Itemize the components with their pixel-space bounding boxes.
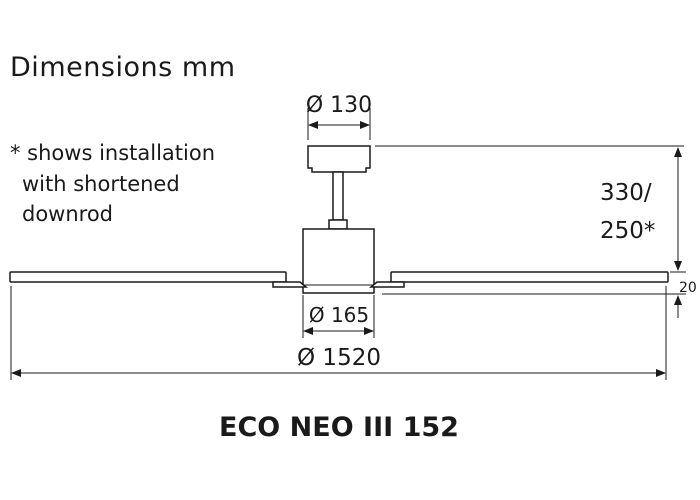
canopy-diameter-dimension: Ø 130 <box>306 93 372 140</box>
coupler <box>328 219 348 230</box>
height-label-line-1: 330/ <box>600 180 652 206</box>
canopy-diameter-label: Ø 130 <box>306 93 372 118</box>
height-label-line-2: 250* <box>600 218 655 244</box>
footnote-line-1: * shows installation <box>10 141 215 165</box>
motor-housing <box>302 228 375 294</box>
blade-thickness-dimension: 20 <box>382 271 697 318</box>
blade-bracket-left <box>272 281 309 288</box>
height-dimension: 330/ 250* <box>375 145 684 271</box>
heading: Dimensions mm <box>10 52 235 83</box>
motor-diameter-dimension: Ø 165 <box>302 295 375 338</box>
blade-left <box>9 271 287 283</box>
footnote-line-3: downrod <box>22 202 113 226</box>
footnote-line-2: with shortened <box>22 172 180 196</box>
blade-thickness-label: 20 <box>679 280 697 296</box>
model-name: ECO NEO III 152 <box>219 412 459 443</box>
sweep-diameter-label: Ø 1520 <box>297 345 381 371</box>
blade-bracket-right <box>368 281 405 288</box>
sweep-diameter-dimension: Ø 1520 <box>10 286 667 380</box>
ceiling-fan-drawing <box>9 145 669 294</box>
blade-right <box>390 271 669 283</box>
downrod <box>332 171 344 221</box>
canopy <box>307 145 371 173</box>
motor-diameter-label: Ø 165 <box>309 303 369 327</box>
